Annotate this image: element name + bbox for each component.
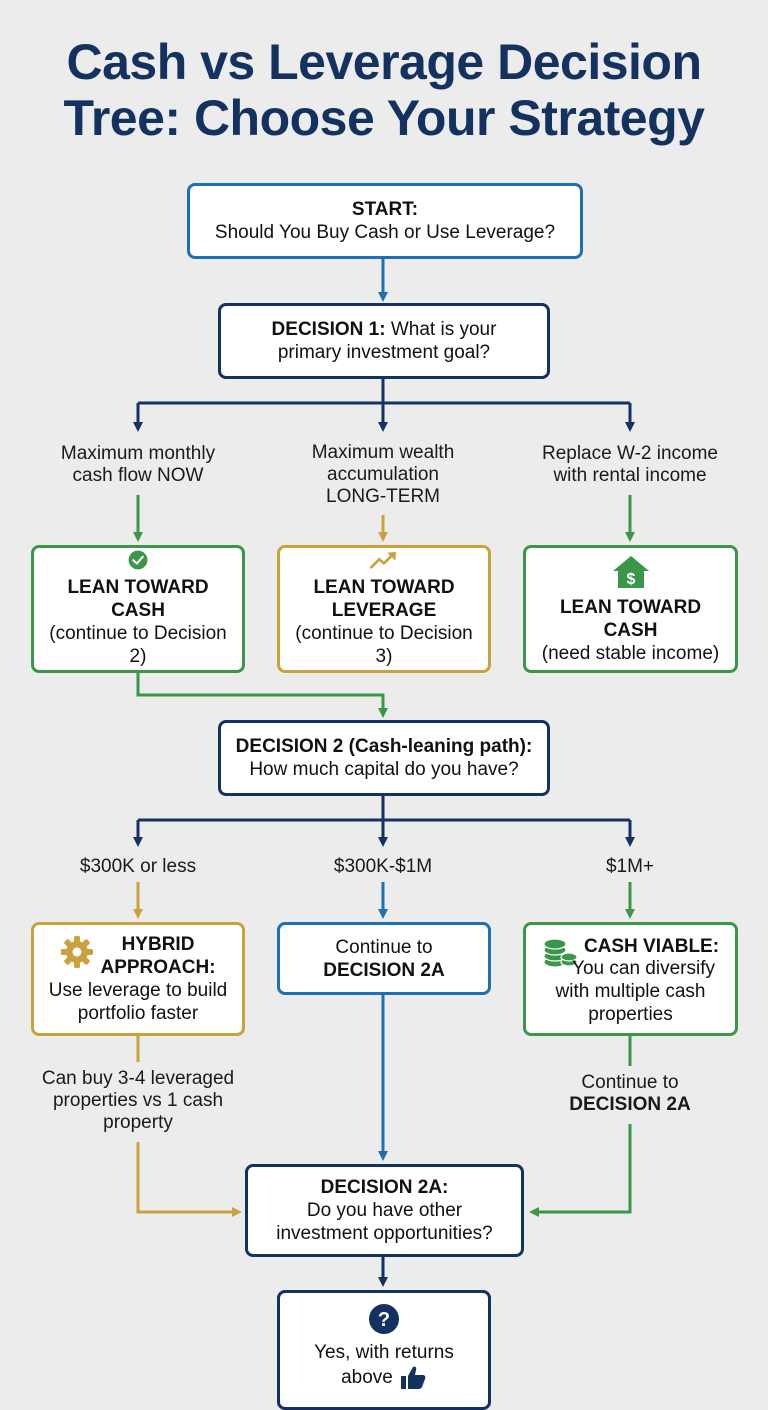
fork-decision2 xyxy=(136,795,632,843)
decision2a-box: DECISION 2A: Do you have other investmen… xyxy=(245,1164,524,1257)
hybrid-note: Can buy 3-4 leveraged properties vs 1 ca… xyxy=(41,1068,235,1133)
outcome-hybrid-approach: HYBRID APPROACH: Use leverage to build p… xyxy=(31,922,245,1036)
final-box: ? Yes, with returns above xyxy=(277,1290,491,1410)
outcome-cash-viable: CASH VIABLE: You can diversify with mult… xyxy=(523,922,738,1036)
title-line-1: Cash vs Leverage Decision xyxy=(66,34,702,90)
outcome-lean-cash-1: LEAN TOWARD CASH (continue to Decision 2… xyxy=(31,545,245,673)
outcome-continue-2a: Continue to DECISION 2A xyxy=(277,922,491,995)
decision2-text: How much capital do you have? xyxy=(249,759,519,780)
decision2a-heading: DECISION 2A: xyxy=(320,1177,449,1198)
decision1-text-b: primary investment goal? xyxy=(277,342,491,363)
arrow-hybrid-to-decision2a xyxy=(136,1142,242,1217)
cash-note: Continue to DECISION 2A xyxy=(569,1072,691,1115)
house-dollar-icon: $ xyxy=(612,555,649,588)
connector-lines xyxy=(133,258,635,1287)
start-box: START: Should You Buy Cash or Use Levera… xyxy=(187,183,583,259)
fork-decision1 xyxy=(136,378,632,428)
decision2-box: DECISION 2 (Cash-leaning path): How much… xyxy=(218,720,550,796)
coins-icon xyxy=(543,937,578,968)
capital-label-3: $1M+ xyxy=(605,856,655,877)
svg-text:$: $ xyxy=(626,571,635,588)
check-circle-icon xyxy=(128,550,148,570)
arrow-cash-to-decision2 xyxy=(136,673,388,718)
decision1-box: DECISION 1: What is your primary investm… xyxy=(218,303,550,379)
goal-label-2: Maximum wealth accumulation LONG-TERM xyxy=(311,442,455,507)
decision1-heading: DECISION 1: xyxy=(271,319,386,340)
trend-up-icon xyxy=(370,552,396,569)
thumbs-up-icon xyxy=(400,1366,426,1389)
start-text: Should You Buy Cash or Use Leverage? xyxy=(214,222,556,243)
capital-label-2: $300K-$1M xyxy=(333,856,433,877)
decision1-text-a: What is your xyxy=(390,319,497,340)
goal-label-3: Replace W-2 income with rental income xyxy=(541,443,718,486)
question-circle-icon: ? xyxy=(369,1304,399,1334)
gear-icon xyxy=(61,936,94,968)
outcome-lean-leverage: LEAN TOWARD LEVERAGE (continue to Decisi… xyxy=(277,545,491,673)
capital-label-1: $300K or less xyxy=(79,856,197,877)
svg-text:?: ? xyxy=(378,1309,390,1331)
start-heading: START: xyxy=(351,199,419,220)
decision2-heading: DECISION 2 (Cash-leaning path): xyxy=(235,736,533,757)
title-line-2: Tree: Choose Your Strategy xyxy=(63,90,705,146)
outcome-lean-cash-2: $ LEAN TOWARD CASH (need stable income) xyxy=(523,545,738,673)
arrow-cash-to-decision2a xyxy=(529,1124,632,1217)
goal-label-1: Maximum monthly cash flow NOW xyxy=(60,443,216,486)
page-title: Cash vs Leverage Decision Tree: Choose Y… xyxy=(0,34,768,146)
